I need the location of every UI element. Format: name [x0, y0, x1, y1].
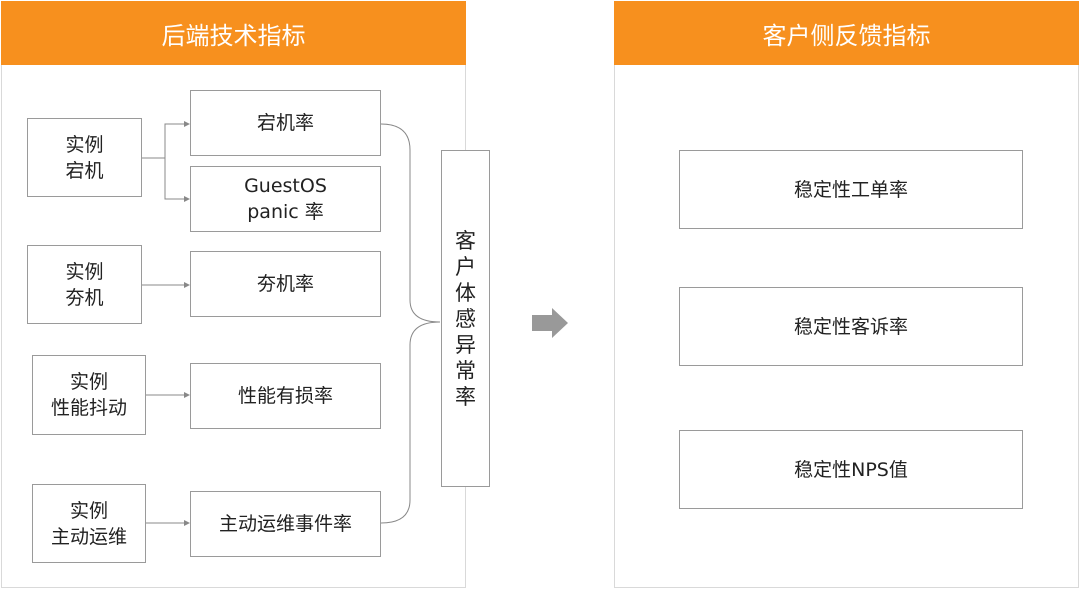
source-label: 实例	[65, 260, 104, 283]
metric-label: panic 率	[247, 201, 324, 223]
right-metric-label: 稳定性工单率	[793, 178, 908, 201]
metric-label: 主动运维事件率	[218, 513, 352, 535]
metric-label: GuestOS	[244, 175, 327, 197]
source-label: 实例	[69, 499, 108, 522]
summary-char: 常	[455, 358, 476, 383]
source-box-active-ops: 实例 主动运维	[32, 484, 146, 563]
source-label: 实例	[69, 371, 108, 393]
metric-box-hang-rate: 夯机率	[190, 251, 381, 317]
metric-box-guestos-panic-rate: GuestOS panic 率	[190, 166, 381, 232]
metric-label: 性能有损率	[237, 385, 333, 407]
right-metric-label: 稳定性客诉率	[793, 315, 908, 338]
source-label: 实例	[65, 133, 104, 156]
summary-char: 客	[455, 228, 476, 253]
source-box-crash: 实例 宕机	[27, 118, 142, 197]
source-label: 宕机	[65, 159, 104, 182]
metric-box-crash-rate: 宕机率	[190, 90, 381, 156]
source-box-perf-jitter: 实例 性能抖动	[32, 355, 146, 435]
right-metric-complaint-rate: 稳定性客诉率	[679, 287, 1023, 366]
metric-label: 宕机率	[256, 112, 314, 134]
left-panel-header: 后端技术指标	[1, 1, 466, 65]
metric-box-perf-loss-rate: 性能有损率	[190, 363, 381, 429]
right-panel-header: 客户侧反馈指标	[614, 1, 1079, 65]
summary-char: 感	[455, 306, 476, 331]
source-box-hang: 实例 夯机	[27, 245, 142, 324]
metric-box-active-ops-event-rate: 主动运维事件率	[190, 491, 381, 557]
summary-char: 体	[455, 280, 476, 305]
right-metric-label: 稳定性NPS值	[794, 458, 908, 481]
source-label: 主动运维	[50, 525, 127, 548]
summary-box-customer-anomaly-rate: 客 户 体 感 异 常 率	[441, 150, 490, 487]
summary-char: 率	[455, 384, 476, 409]
metric-label: 夯机率	[256, 273, 314, 295]
right-metric-ticket-rate: 稳定性工单率	[679, 150, 1023, 229]
flow-arrow-icon	[532, 308, 568, 338]
source-label: 性能抖动	[50, 397, 127, 419]
summary-char: 异	[455, 332, 476, 357]
source-label: 夯机	[65, 286, 104, 309]
summary-char: 户	[455, 254, 476, 279]
right-metric-nps-value: 稳定性NPS值	[679, 430, 1023, 509]
